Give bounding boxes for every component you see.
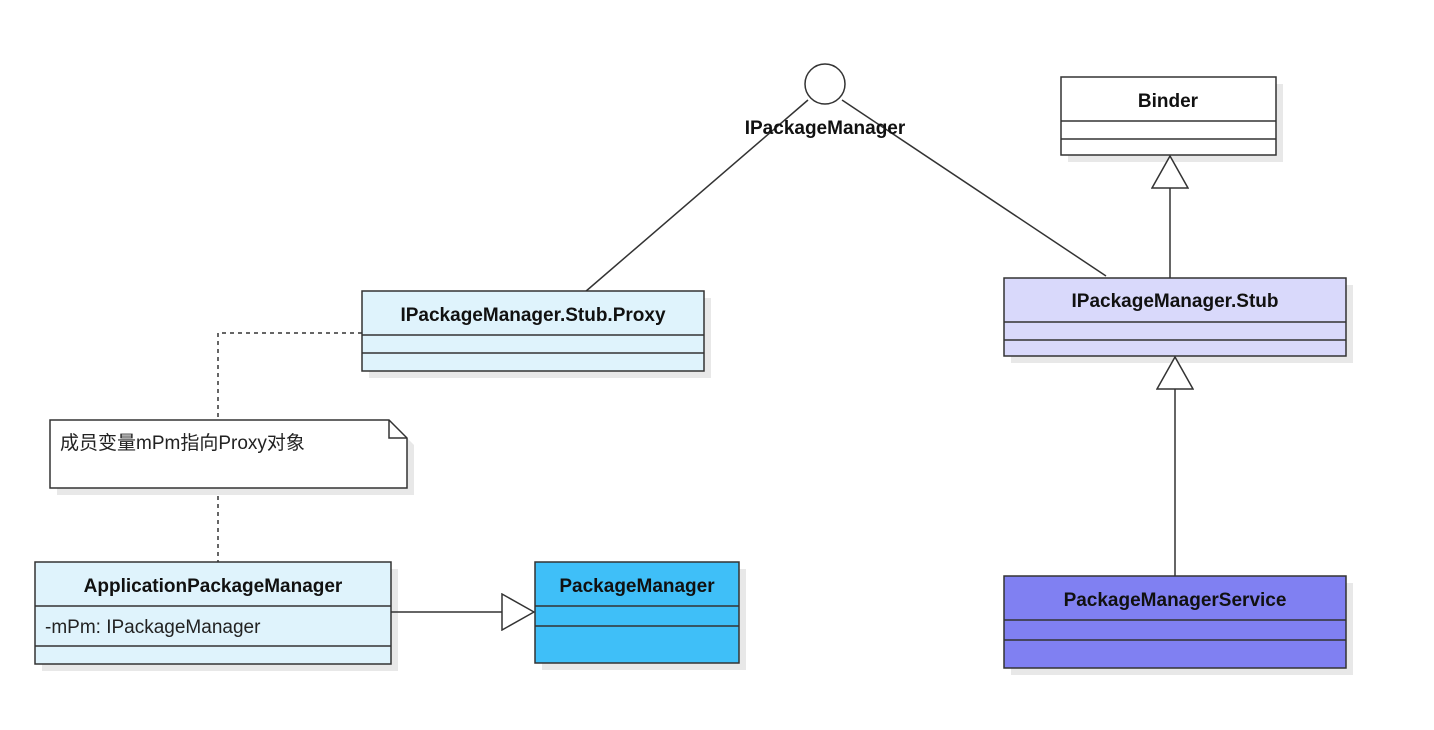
class-name: IPackageManager.Stub	[1072, 291, 1279, 312]
class-binder[interactable]: Binder	[1060, 76, 1283, 162]
class-proxy[interactable]: IPackageManager.Stub.Proxy	[361, 290, 711, 378]
note-text: 成员变量mPm指向Proxy对象	[60, 432, 305, 454]
note: 成员变量mPm指向Proxy对象	[49, 419, 414, 495]
class-stub[interactable]: IPackageManager.Stub	[1003, 277, 1353, 363]
note-connector-upper	[217, 332, 362, 420]
interface-label: IPackageManager	[745, 118, 906, 139]
class-package-manager[interactable]: PackageManager	[534, 561, 746, 670]
proxy-realization-line	[584, 99, 809, 293]
stub-realization-line	[841, 99, 1107, 277]
class-package-manager-service[interactable]: PackageManagerService	[1003, 575, 1353, 675]
class-application-package-manager[interactable]: ApplicationPackageManager -mPm: IPackage…	[34, 561, 398, 671]
class-attribute: -mPm: IPackageManager	[45, 617, 261, 638]
class-name: PackageManagerService	[1064, 590, 1287, 611]
class-name: IPackageManager.Stub.Proxy	[400, 305, 665, 326]
class-name: ApplicationPackageManager	[84, 576, 343, 597]
interface-lollipop-icon	[804, 63, 846, 105]
class-name: Binder	[1138, 91, 1199, 112]
class-name: PackageManager	[559, 576, 715, 597]
